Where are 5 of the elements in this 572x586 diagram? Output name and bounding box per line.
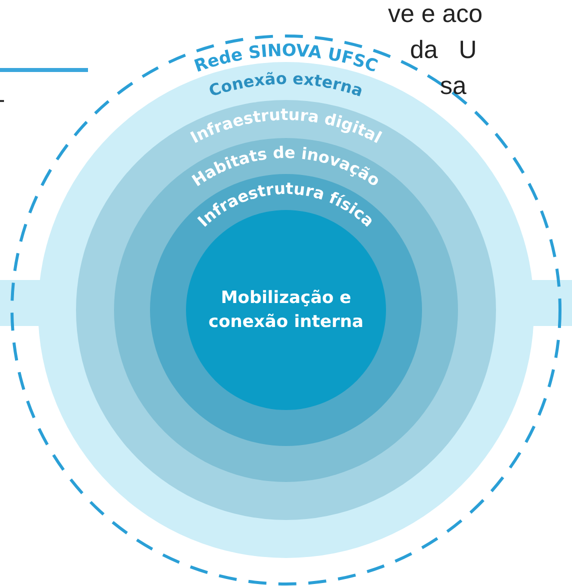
text-fragment: sa <box>440 72 466 101</box>
text-fragment: da U <box>410 36 477 65</box>
text-fragment: ve e aco <box>388 0 483 29</box>
core-label: Mobilização e conexão interna <box>208 287 364 334</box>
dashed-circle <box>10 34 562 586</box>
